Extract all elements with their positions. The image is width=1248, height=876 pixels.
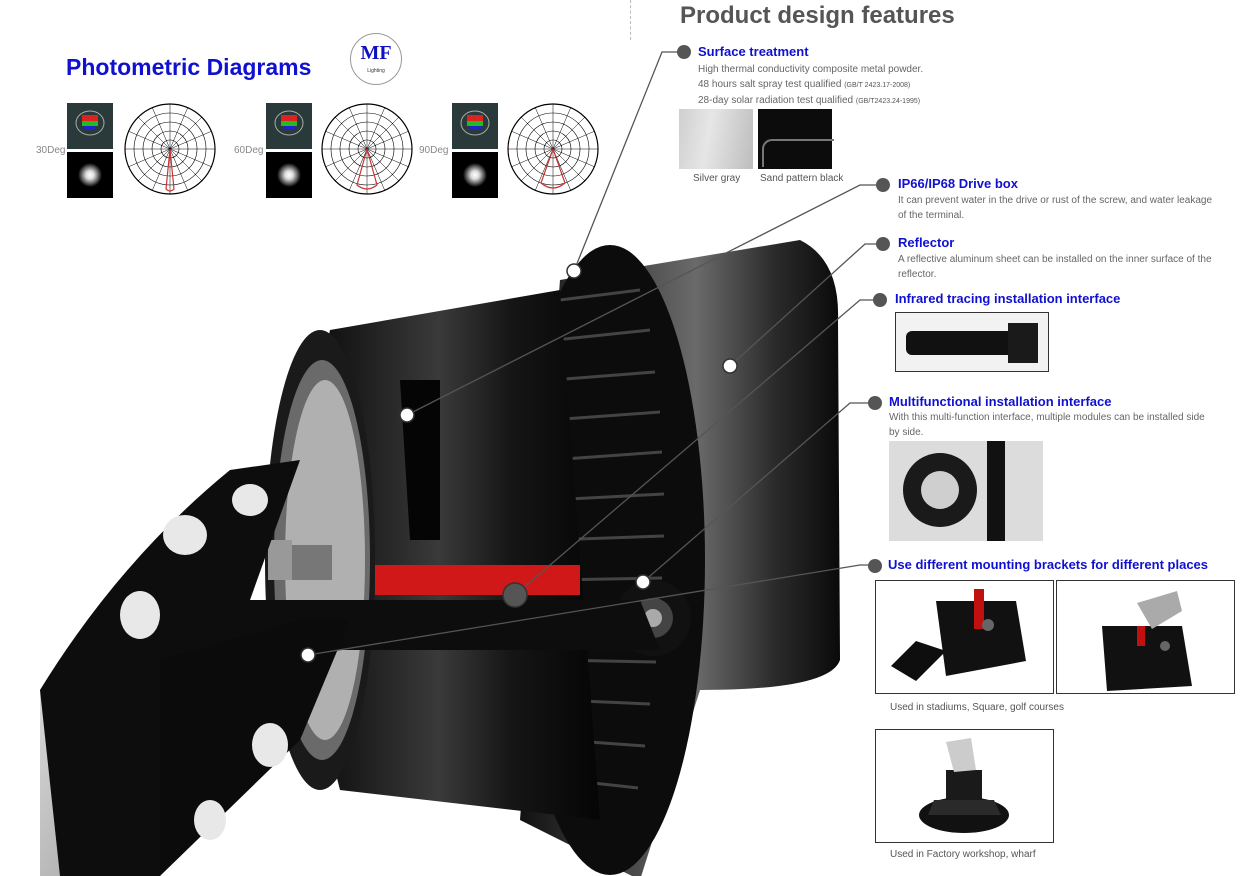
multi-line-1: With this multi-function interface, mult… bbox=[889, 412, 1205, 423]
infrared-mount bbox=[1008, 323, 1038, 363]
surface-line-3: 28-day solar radiation test qualified (G… bbox=[698, 93, 923, 109]
3d-distribution-thumbnail bbox=[67, 103, 113, 149]
salt-spray-standard: (GB/T 2423.17-2008) bbox=[844, 82, 911, 89]
bracket-illustration bbox=[1102, 591, 1192, 691]
infrared-title: Infrared tracing installation interface bbox=[895, 291, 1121, 306]
surface-line-1: High thermal conductivity composite meta… bbox=[698, 64, 924, 75]
spot-thumbnail bbox=[452, 152, 498, 198]
salt-spray-text: 48 hours salt spray test qualified bbox=[698, 79, 842, 90]
design-features-title: Product design features bbox=[680, 2, 955, 29]
bracket-photo-factory bbox=[875, 729, 1054, 843]
spot-thumbnail bbox=[67, 152, 113, 198]
distribution-graphic bbox=[274, 110, 304, 136]
brackets-title: Use different mounting brackets for diff… bbox=[888, 557, 1209, 572]
swatch-label-black: Sand pattern black bbox=[760, 173, 844, 184]
polar-diagram-60 bbox=[321, 103, 413, 195]
bracket-photo-stadium-2 bbox=[1056, 580, 1235, 694]
solar-radiation-text: 28-day solar radiation test qualified bbox=[698, 95, 854, 106]
reflector-title: Reflector bbox=[898, 235, 955, 250]
distribution-graphic bbox=[75, 110, 105, 136]
drive-line-2: of the terminal. bbox=[898, 210, 965, 221]
reflector-line-2: reflector. bbox=[898, 269, 937, 280]
interface-hub bbox=[921, 471, 959, 509]
callout-dot bbox=[677, 45, 691, 59]
infrared-interface-photo bbox=[895, 312, 1049, 372]
bracket-caption-stadium: Used in stadiums, Square, golf courses bbox=[890, 702, 1064, 713]
swatch-silver-gray bbox=[679, 109, 753, 169]
logo-text: MF bbox=[360, 42, 392, 64]
bracket-illustration bbox=[919, 738, 1009, 833]
multi-line-2: by side. bbox=[889, 427, 924, 438]
infrared-module bbox=[906, 331, 1016, 355]
drive-box-title: IP66/IP68 Drive box bbox=[898, 176, 1018, 191]
polar-diagram-30 bbox=[124, 103, 216, 195]
reflector-text: A reflective aluminum sheet can be insta… bbox=[898, 252, 1212, 282]
surface-treatment-text: High thermal conductivity composite meta… bbox=[698, 62, 923, 109]
surface-treatment-title: Surface treatment bbox=[698, 44, 809, 59]
callout-dot bbox=[876, 178, 890, 192]
solar-radiation-standard: (GB/T2423.24-1995) bbox=[855, 98, 921, 105]
swatch-sand-black bbox=[758, 109, 834, 169]
drive-line-1: It can prevent water in the drive or rus… bbox=[898, 195, 1213, 206]
multifunctional-title: Multifunctional installation interface bbox=[889, 394, 1112, 409]
callout-dot bbox=[876, 237, 890, 251]
photometric-title: Photometric Diagrams bbox=[66, 54, 312, 80]
interface-rail bbox=[987, 441, 1005, 541]
beam-angle-label-60: 60Deg bbox=[234, 145, 264, 156]
swatch-label-silver: Silver gray bbox=[693, 173, 741, 184]
3d-distribution-thumbnail bbox=[452, 103, 498, 149]
spot-thumbnail bbox=[266, 152, 312, 198]
polar-diagram-90 bbox=[507, 103, 599, 195]
bracket-illustration bbox=[891, 589, 1026, 681]
beam-angle-label-30: 30Deg bbox=[36, 145, 66, 156]
surface-line-2: 48 hours salt spray test qualified (GB/T… bbox=[698, 77, 923, 93]
callout-dot bbox=[868, 396, 882, 410]
multifunctional-interface-photo bbox=[889, 441, 1043, 541]
3d-distribution-thumbnail bbox=[266, 103, 312, 149]
swatch-edge-highlight bbox=[762, 139, 834, 167]
section-divider bbox=[630, 0, 631, 40]
logo-subtext: Lighting bbox=[367, 68, 385, 74]
bracket-photo-stadium-1 bbox=[875, 580, 1054, 694]
drive-box-text: It can prevent water in the drive or rus… bbox=[898, 193, 1212, 223]
reflector-line-1: A reflective aluminum sheet can be insta… bbox=[898, 254, 1212, 265]
callout-dot bbox=[868, 559, 882, 573]
beam-angle-label-90: 90Deg bbox=[419, 145, 449, 156]
distribution-graphic bbox=[460, 110, 490, 136]
callout-dot bbox=[873, 293, 887, 307]
mf-logo: MF Lighting bbox=[350, 33, 402, 85]
multifunctional-text: With this multi-function interface, mult… bbox=[889, 410, 1205, 440]
bracket-caption-factory: Used in Factory workshop, wharf bbox=[890, 849, 1036, 860]
